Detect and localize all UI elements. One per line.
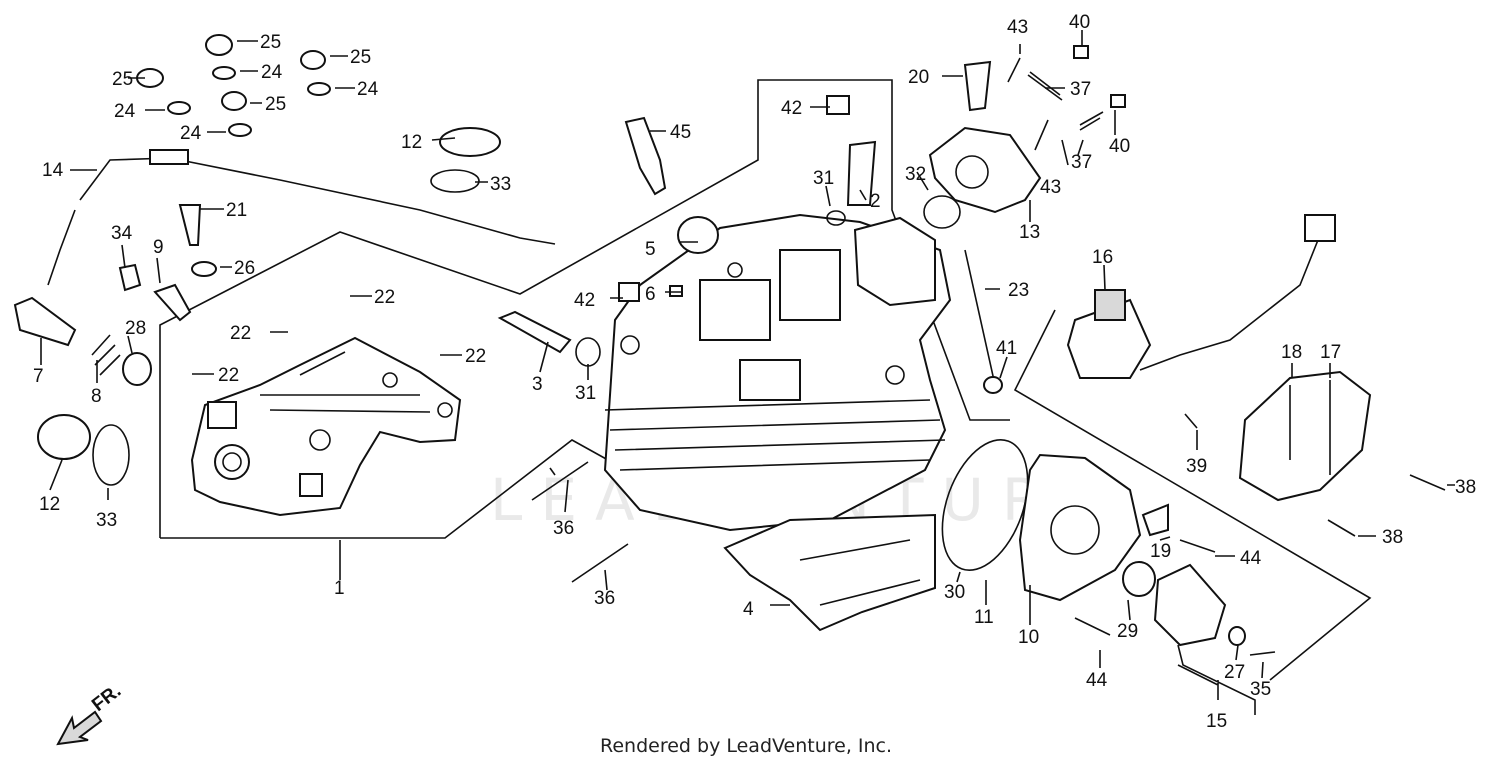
callout-12-cover-cap: 12 [39, 494, 60, 515]
callout-31-b: 31 [575, 383, 596, 404]
callout-10: 10 [1018, 627, 1039, 648]
callout-44-b: 44 [1086, 670, 1108, 691]
insulator [923, 126, 1042, 229]
callout-42-b: 42 [574, 290, 595, 311]
callout-30: 30 [944, 582, 965, 603]
callout-24-a: 24 [261, 62, 283, 83]
callout-2: 2 [870, 191, 881, 212]
callout-22-b: 22 [230, 323, 251, 344]
cylinder-head-cover [190, 336, 462, 517]
callout-40-a: 40 [1069, 12, 1090, 33]
callout-19: 19 [1150, 541, 1171, 562]
callout-37-a: 37 [1070, 79, 1091, 100]
callout-25-a: 25 [260, 32, 281, 53]
callout-24-d: 24 [180, 123, 202, 144]
head-gasket [723, 513, 936, 632]
front-direction-arrow: FR. [56, 681, 125, 746]
callout-37-b: 37 [1071, 152, 1092, 173]
callout-44-a: 44 [1240, 548, 1262, 569]
front-direction-label: FR. [88, 681, 125, 716]
callout-25-d: 25 [265, 94, 286, 115]
callout-35: 35 [1250, 679, 1271, 700]
callout-28: 28 [125, 318, 146, 339]
callout-20: 20 [908, 67, 929, 88]
callout-41: 41 [996, 338, 1017, 359]
callout-38-a: 38 [1455, 477, 1476, 498]
callout-43-b: 43 [1040, 177, 1061, 198]
callout-16: 16 [1092, 247, 1113, 268]
pulser-plate [1066, 214, 1336, 379]
credit-text: Rendered by LeadVenture, Inc. [600, 735, 892, 757]
callout-4: 4 [743, 599, 754, 620]
callout-33-a: 33 [490, 174, 511, 195]
callout-39: 39 [1186, 456, 1207, 477]
callout-27: 27 [1224, 662, 1245, 683]
callout-24-b: 24 [357, 79, 379, 100]
callout-15: 15 [1206, 711, 1227, 732]
callout-36-b: 36 [594, 588, 615, 609]
callout-26: 26 [234, 258, 255, 279]
callout-42-a: 42 [781, 98, 802, 119]
point-cover [1238, 370, 1372, 502]
callout-9: 9 [153, 237, 164, 258]
callout-22-a: 22 [374, 287, 395, 308]
callout-40-b: 40 [1109, 136, 1130, 157]
callout-21: 21 [226, 200, 247, 221]
callout-17: 17 [1320, 342, 1341, 363]
callout-31-a: 31 [813, 168, 834, 189]
callout-14: 14 [42, 160, 64, 181]
callout-22-c: 22 [465, 346, 486, 367]
callout-3: 3 [532, 374, 543, 395]
callout-12-upper: 12 [401, 132, 422, 153]
leader-lines [40, 30, 1455, 715]
callout-5: 5 [645, 239, 656, 260]
cam-holder [1018, 453, 1142, 602]
callout-1: 1 [334, 578, 345, 599]
callout-7: 7 [33, 366, 44, 387]
callout-45: 45 [670, 122, 691, 143]
callout-18: 18 [1281, 342, 1302, 363]
callout-43-a: 43 [1007, 17, 1028, 38]
throttle-cable [47, 149, 556, 286]
spark-plug [624, 116, 667, 196]
callout-38-b: 38 [1382, 527, 1403, 548]
callout-36-a: 36 [553, 518, 574, 539]
small-parts [13, 34, 1446, 656]
callout-33-b: 33 [96, 510, 117, 531]
callout-29: 29 [1117, 621, 1138, 642]
callout-8: 8 [91, 386, 102, 407]
callout-32: 32 [905, 164, 926, 185]
callout-24-c: 24 [114, 101, 136, 122]
callout-23: 23 [1008, 280, 1029, 301]
callout-25-b: 25 [350, 47, 371, 68]
callout-25-c: 25 [112, 69, 133, 90]
callout-6: 6 [645, 284, 656, 305]
callout-11: 11 [974, 607, 994, 628]
callout-34: 34 [111, 223, 133, 244]
side-cover-gasket [941, 438, 1029, 572]
cylinder-head [603, 213, 952, 532]
callout-labels: 1 2 3 4 5 6 7 8 9 10 11 12 12 13 14 15 1… [33, 12, 1476, 732]
callout-13: 13 [1019, 222, 1040, 243]
callout-22-d: 22 [218, 365, 239, 386]
